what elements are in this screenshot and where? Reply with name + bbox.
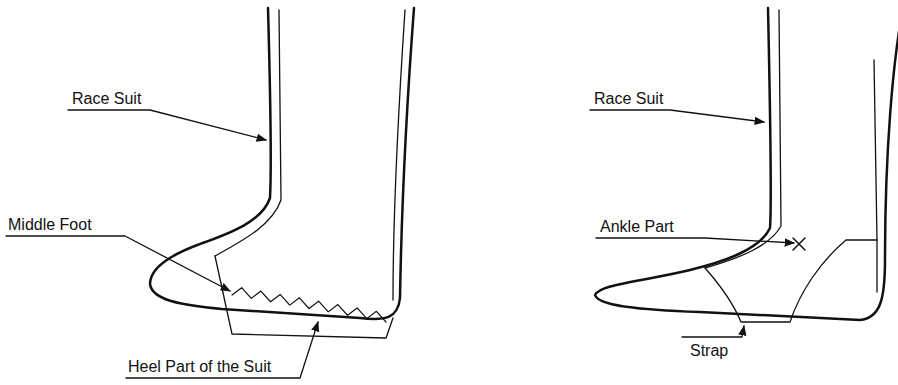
foot-outline (150, 8, 414, 319)
part-label: Heel Part of the Suit (128, 358, 271, 376)
suit-edge (393, 10, 405, 300)
part-label: Middle Foot (8, 216, 92, 234)
cross-mark (793, 238, 805, 250)
stitch-zigzag (232, 288, 386, 322)
part-label: Race Suit (72, 90, 141, 108)
leader-line (126, 322, 318, 378)
suit-edge (705, 10, 781, 268)
part-label: Race Suit (594, 90, 663, 108)
heel-part-outline (215, 256, 393, 338)
foot-outline (595, 8, 898, 320)
ankle-part-outline (874, 60, 877, 240)
leader-line (68, 110, 266, 140)
part-label: Ankle Part (600, 218, 674, 236)
part-label: Strap (690, 342, 728, 360)
ankle-part-outline (705, 240, 877, 322)
suit-edge (215, 10, 281, 256)
leader-line (682, 326, 744, 337)
leader-line (6, 236, 230, 291)
leader-line (590, 110, 764, 122)
leader-line (596, 238, 794, 243)
